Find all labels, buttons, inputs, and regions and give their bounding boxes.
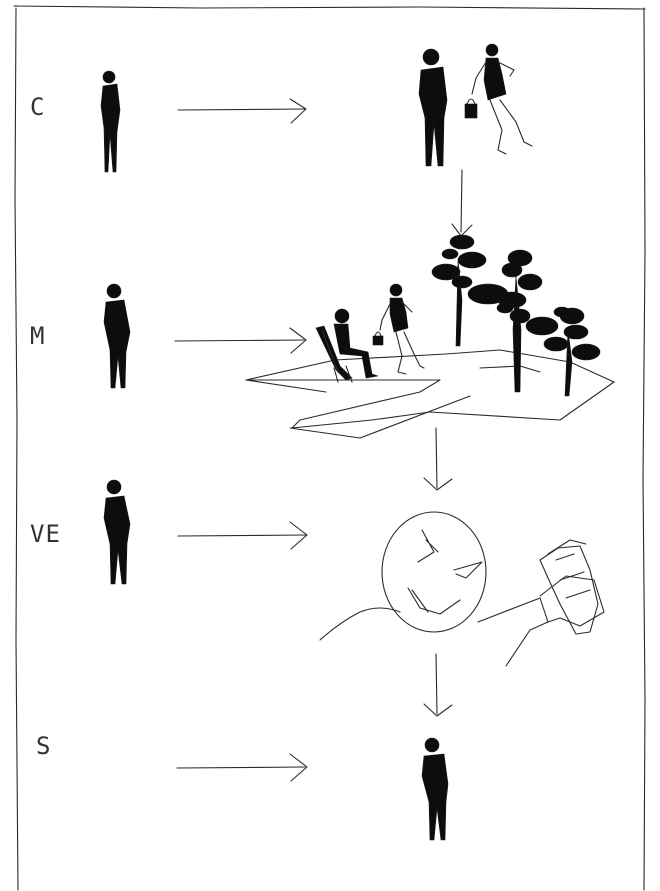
arrow-right-icon bbox=[174, 327, 307, 354]
arrow-down-icon bbox=[423, 653, 453, 717]
arrow-down-icon bbox=[423, 427, 453, 491]
park-scene bbox=[245, 234, 615, 439]
person-figure-icon bbox=[421, 737, 449, 841]
arrow-right-icon bbox=[177, 98, 307, 124]
arrow-right-icon bbox=[176, 753, 308, 782]
tree-icon bbox=[431, 234, 487, 347]
row-label-ve: VE bbox=[30, 520, 61, 548]
person-figure-icon bbox=[100, 70, 121, 173]
woman-with-bag-icon bbox=[464, 43, 533, 155]
row-label-s: S bbox=[36, 732, 52, 760]
row-label-m: M bbox=[30, 322, 46, 350]
face-icon bbox=[381, 511, 487, 633]
tree-icon bbox=[525, 306, 601, 397]
person-figure-icon bbox=[103, 479, 131, 585]
person-figure-icon bbox=[103, 283, 131, 389]
woman-with-bag-icon bbox=[372, 283, 425, 375]
hand-with-papers-icon bbox=[319, 539, 605, 667]
person-figure-icon bbox=[418, 48, 448, 167]
seated-person-icon bbox=[315, 308, 379, 383]
page-frame bbox=[13, 5, 646, 891]
arrow-right-icon bbox=[177, 521, 308, 550]
tree-icon bbox=[467, 249, 543, 393]
row-label-c: C bbox=[30, 93, 46, 121]
arrow-down-icon bbox=[451, 169, 473, 237]
